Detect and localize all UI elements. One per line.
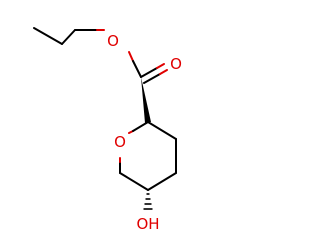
- bond-c4-c5: [147, 172, 177, 191]
- bond-carbonyl-double-b-red: [159, 69, 168, 75]
- ring-oxygen-label: O: [114, 133, 126, 151]
- bond-ethyl-ch2: [61, 29, 76, 45]
- bond-carbonyl-double-a: [140, 67, 158, 78]
- bond-ester-o-carbonyl-red: [128, 51, 134, 62]
- hydroxyl-label: OH: [136, 215, 159, 233]
- bond-ethyl-methyl: [33, 27, 63, 45]
- carbonyl-oxygen-label: O: [170, 55, 182, 73]
- bond-carbonyl-double-a-red: [156, 63, 165, 69]
- chemical-structure: O O O OH: [33, 27, 182, 233]
- wedge-bond-c2-carbonyl: [141, 77, 151, 123]
- hashed-bond-c5-oh: [143, 193, 153, 210]
- bond-c2-c3: [147, 121, 177, 140]
- bond-carbonyl-double-b: [143, 73, 161, 84]
- bond-ester-o-carbonyl: [132, 60, 142, 78]
- ester-oxygen-label: O: [107, 32, 119, 50]
- bond-ring-o-c2: [132, 121, 149, 132]
- bond-c5-c6: [119, 172, 149, 191]
